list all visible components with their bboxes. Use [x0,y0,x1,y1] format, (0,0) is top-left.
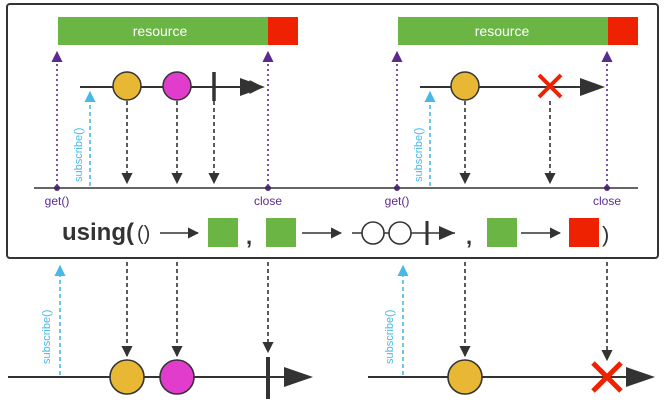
factory-parens: () [137,223,150,245]
left-close-label: close [254,194,282,208]
left-get-label: get() [45,194,70,208]
left-marble-yellow [112,71,142,101]
bottom-right-subscribe-label: subscribe() [384,310,396,364]
bottom-left-marble-yellow [109,359,145,395]
bottom-left-arrowhead [284,367,313,387]
right-resource-end [608,17,638,45]
using-keyword: using( [62,219,134,246]
bottom-right-error-icon [591,361,623,393]
resource-square-3 [487,218,517,247]
resource-square-1 [208,218,238,247]
resource-square-2 [266,218,296,247]
right-close-label: close [593,194,621,208]
bottom-right-output: subscribe() [368,262,655,395]
right-inner-timeline-arrowhead [580,78,605,96]
right-marble-yellow [450,71,480,101]
using-expression: using( () , , ) [62,218,609,249]
right-error-icon [537,73,563,99]
right-get-label: get() [385,194,410,208]
left-resource-label: resource [133,23,188,39]
bottom-right-arrowhead [626,367,655,387]
comma-2: , [466,224,472,249]
comma-1: , [246,224,252,249]
mini-arrowhead [439,226,455,240]
left-resource-panel: resource get() subscribe() close [45,17,298,208]
bottom-left-output: subscribe() [8,262,313,399]
mini-marble-1 [361,221,385,245]
left-resource-bar [58,17,268,45]
mini-marble-2 [388,221,412,245]
right-resource-label: resource [475,23,530,39]
bottom-right-marble-yellow [447,359,483,395]
operator-box [6,3,659,259]
right-subscribe-label: subscribe() [413,128,425,182]
close-paren: ) [602,222,609,247]
left-resource-end [268,17,298,45]
left-inner-timeline-arrowhead [240,78,265,96]
right-resource-panel: resource get() subscribe() close [385,17,638,208]
disposed-square [569,218,599,247]
left-marble-magenta [162,71,192,101]
bottom-left-subscribe-label: subscribe() [41,310,53,364]
left-subscribe-label: subscribe() [73,128,85,182]
bottom-left-marble-magenta [159,359,195,395]
right-resource-bar [398,17,608,45]
